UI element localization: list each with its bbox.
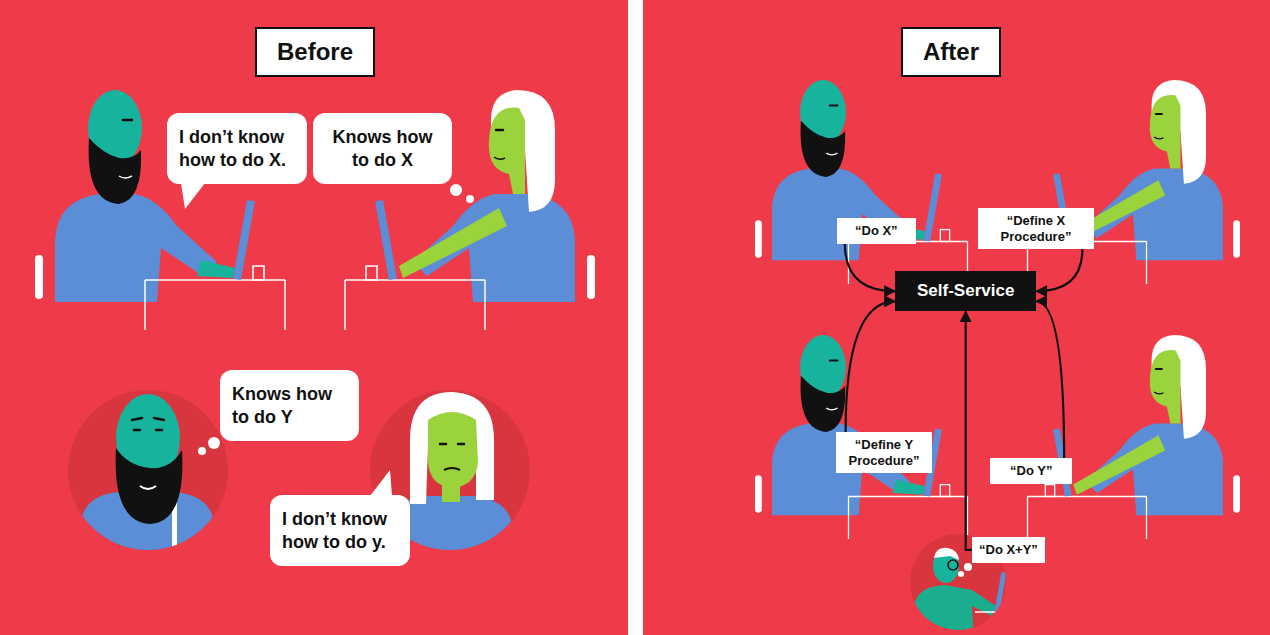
hub-box: Self-Service [895,271,1036,311]
bubble-tail-shape [181,183,205,209]
hair [410,392,494,504]
node-text: After [923,39,979,65]
mouth [140,486,156,489]
desk-label: “Do X” [837,218,916,244]
node-text: Self-Service [917,281,1014,301]
monitor [995,572,1007,612]
right-panel [643,0,1270,635]
eyes [132,418,164,430]
bubble-tail [368,470,394,496]
panel-heading: After [901,27,1001,77]
desk-label: “Do Y” [990,458,1072,484]
bubble-tail-shape [370,470,392,496]
face [428,412,478,488]
node-text: I don’t know how to do y. [282,508,398,553]
desk-label: “Define X Procedure” [978,208,1094,249]
flow-arrow [845,244,895,292]
thought-dot [450,184,462,196]
thought-dot [208,437,220,449]
node-text: I don’t know how to do X. [179,126,295,171]
desk-label: “Define Y Procedure” [836,432,932,473]
eyes [440,443,464,446]
desk [975,611,1010,613]
node-text: Knows how to do Y [232,383,347,428]
flow-arrow [846,301,895,432]
node-text: Before [277,39,353,65]
thought-dot [466,195,474,203]
flow-arrow [1036,249,1082,291]
node-text: “Define X Procedure” [986,213,1086,244]
thought-bubble: Knows how to do X [313,113,452,184]
woman-figure [1028,80,1241,284]
node-text: Knows how to do X [325,126,440,171]
shirt [915,585,996,635]
hair [934,548,959,560]
thought-dot [964,563,972,571]
speech-bubble: I don’t know how to do X. [167,113,307,184]
man-portrait [80,394,214,564]
bubble-tail [181,183,207,209]
left-panel [0,0,628,635]
glasses [948,560,958,570]
node-text: “Do X” [855,223,898,239]
man-figure [755,80,968,284]
man-figure [755,335,968,539]
thought-dot [958,571,964,577]
panel-heading: Before [255,27,375,77]
mouth [444,468,460,470]
thought-label: “Do X+Y” [972,537,1045,563]
beard [116,448,183,524]
node-text: “Define Y Procedure” [844,437,924,468]
flow-arrow [966,311,972,549]
node-text: “Do X+Y” [979,542,1038,558]
woman-figure [1028,335,1241,539]
speech-bubble: I don’t know how to do y. [270,495,410,566]
thought-dot [198,447,206,455]
flow-arrow [1036,301,1064,458]
node-text: “Do Y” [1010,463,1052,479]
thought-bubble: Knows how to do Y [220,370,359,441]
